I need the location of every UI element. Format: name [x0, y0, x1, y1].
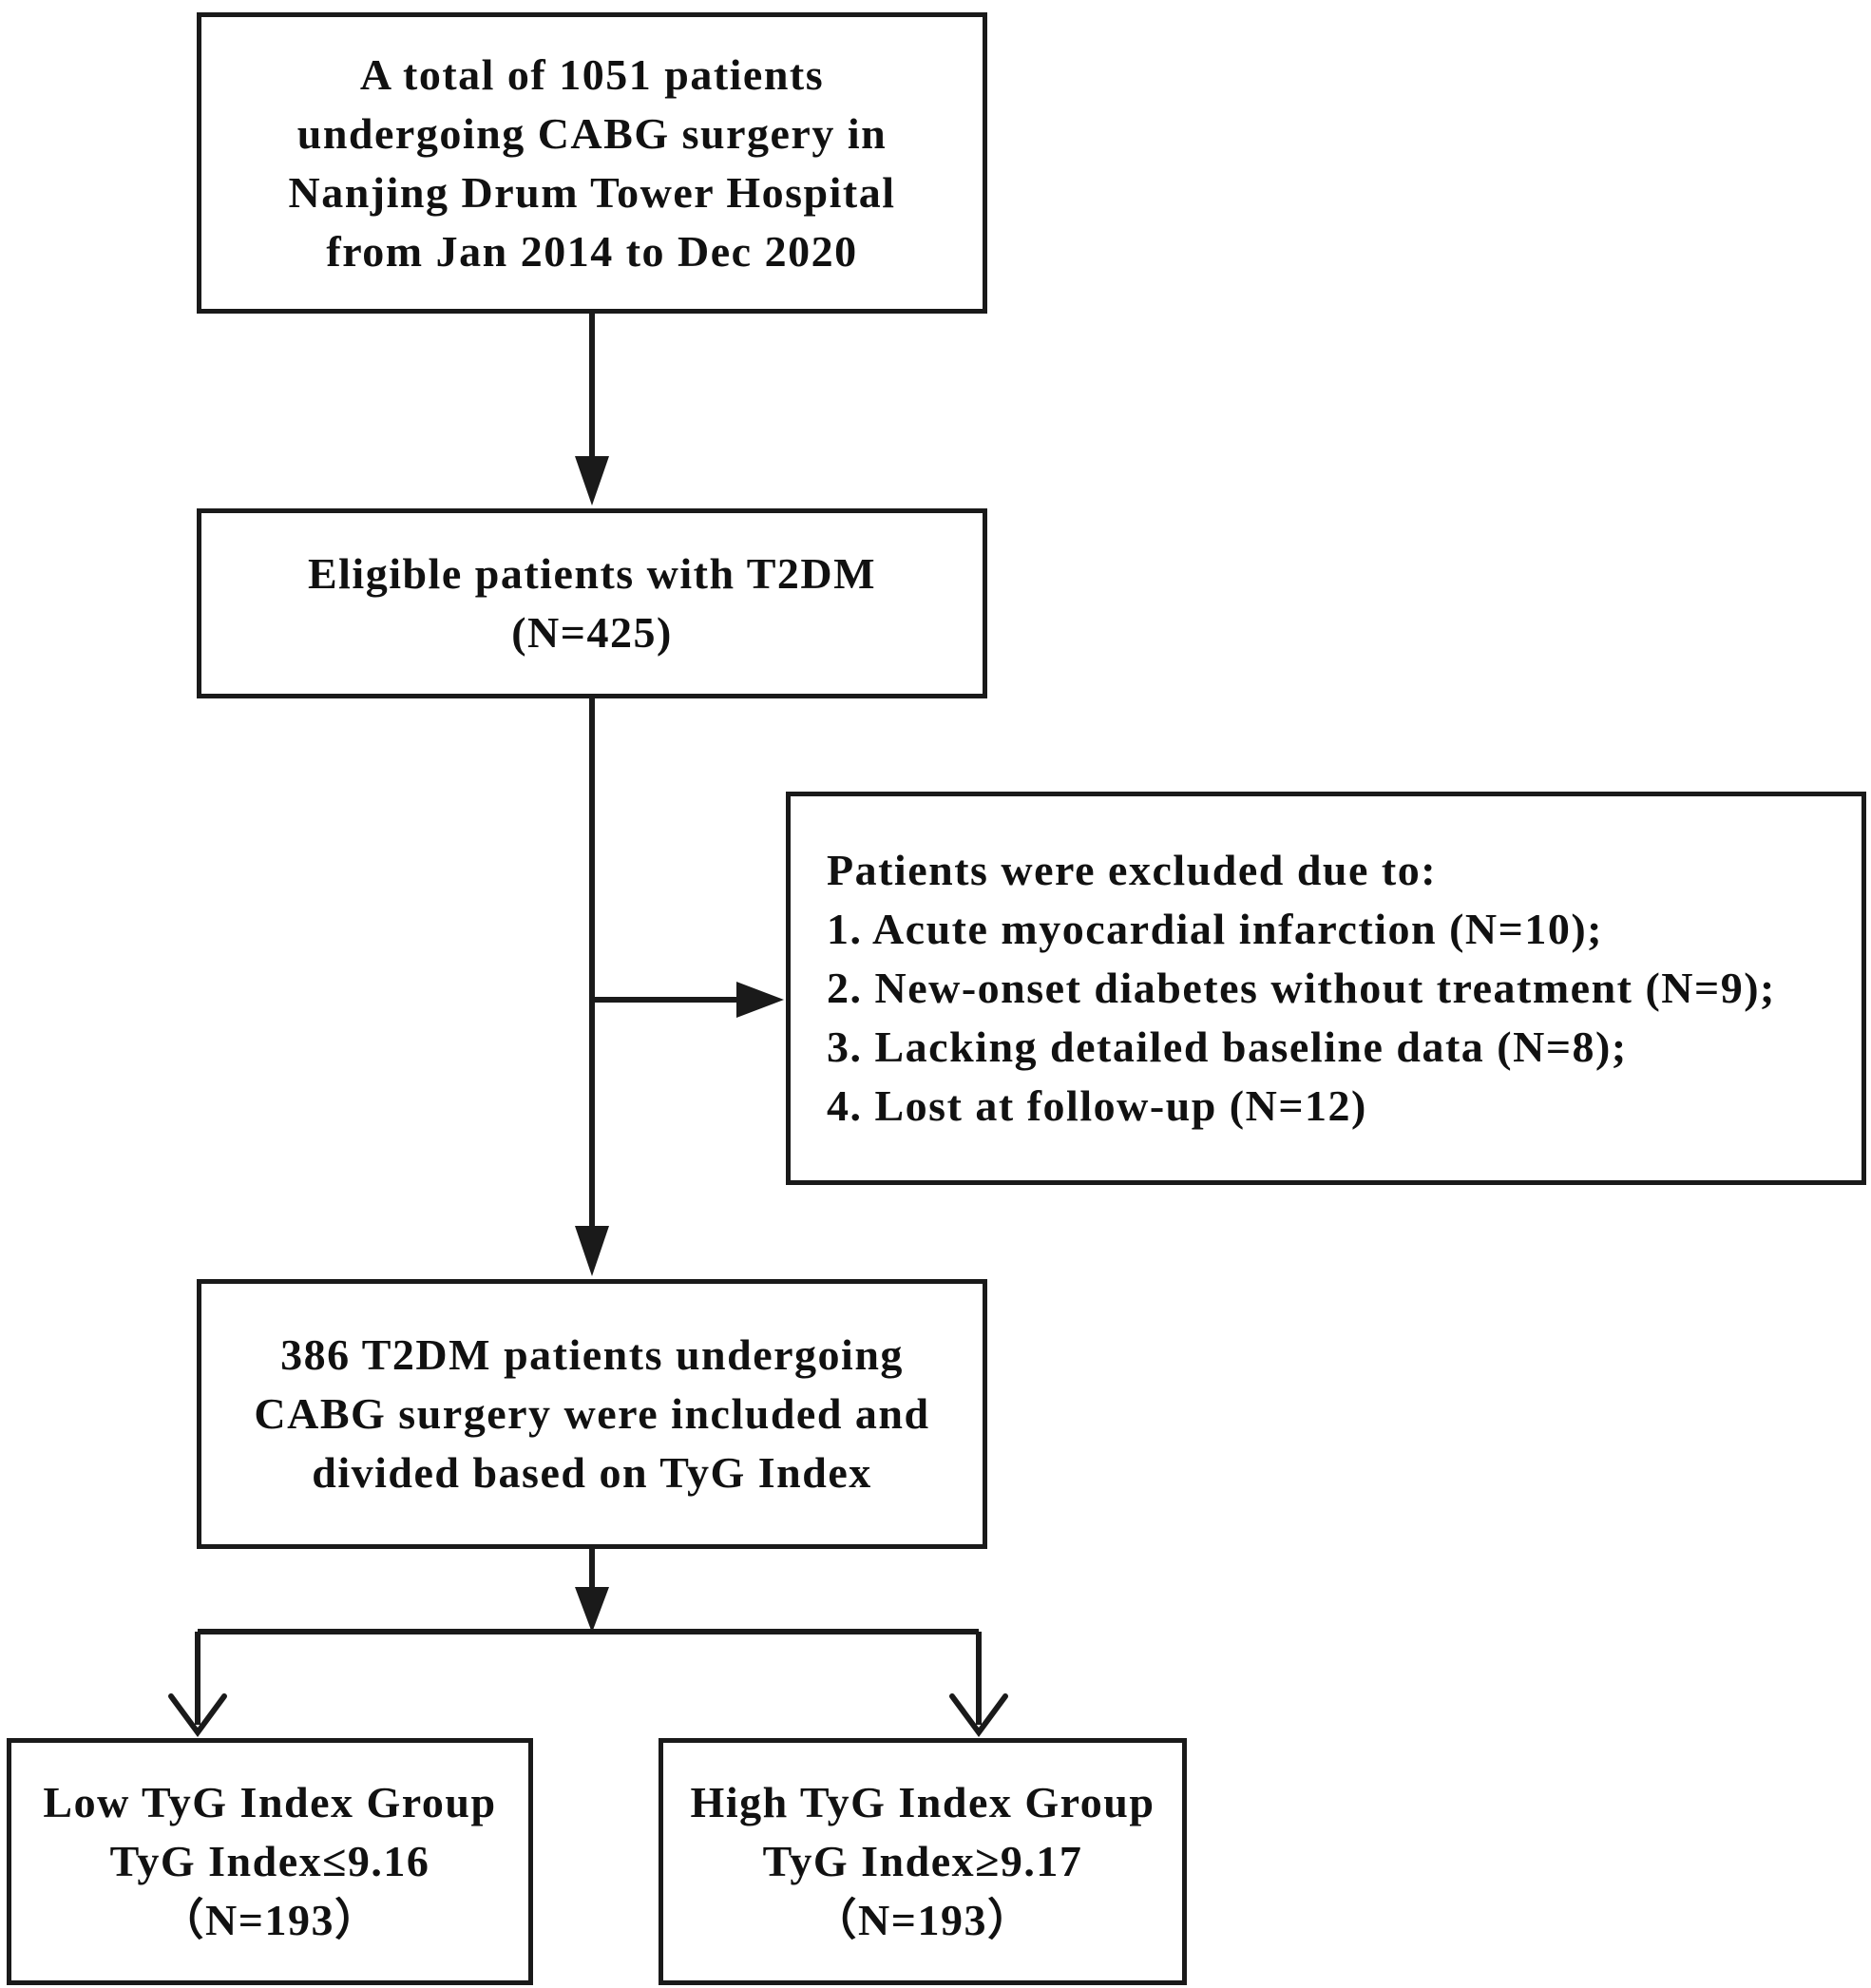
arrowhead-split	[575, 1587, 609, 1633]
low-group-threshold: TyG Index≤9.16	[109, 1837, 430, 1885]
box-low-group: Low TyG Index Group TyG Index≤9.16 （N=19…	[7, 1738, 533, 1985]
eligible-line: (N=425)	[511, 608, 673, 657]
box-excluded: Patients were excluded due to: 1. Acute …	[786, 792, 1866, 1185]
included-line: 386 T2DM patients undergoing	[280, 1330, 904, 1379]
arrowhead-eligible	[575, 456, 609, 506]
source-line: undergoing CABG surgery in	[296, 108, 888, 158]
box-source: A total of 1051 patients undergoing CABG…	[197, 12, 987, 314]
excluded-reason: 1. Acute myocardial infarction (N=10);	[827, 905, 1603, 953]
arrowhead-excluded	[736, 982, 784, 1018]
high-group-count: （N=193）	[812, 1896, 1033, 1944]
low-group-count: （N=193）	[160, 1896, 380, 1944]
excluded-reason: 2. New-onset diabetes without treatment …	[827, 964, 1776, 1012]
low-group-title: Low TyG Index Group	[43, 1778, 497, 1826]
source-line: from Jan 2014 to Dec 2020	[326, 226, 858, 276]
box-included: 386 T2DM patients undergoing CABG surger…	[197, 1279, 987, 1549]
high-group-title: High TyG Index Group	[690, 1778, 1155, 1826]
box-eligible: Eligible patients with T2DM (N=425)	[197, 508, 987, 698]
source-line: A total of 1051 patients	[359, 49, 825, 99]
included-line: CABG surgery were included and	[254, 1389, 930, 1438]
arrowhead-included	[575, 1226, 609, 1276]
excluded-reason: 3. Lacking detailed baseline data (N=8);	[827, 1023, 1628, 1071]
eligible-line: Eligible patients with T2DM	[307, 549, 877, 598]
box-high-group: High TyG Index Group TyG Index≥9.17 （N=1…	[659, 1738, 1187, 1985]
high-group-threshold: TyG Index≥9.17	[762, 1837, 1083, 1885]
arrowhead-low	[168, 1693, 227, 1738]
included-line: divided based on TyG Index	[312, 1448, 872, 1497]
source-line: Nanjing Drum Tower Hospital	[288, 167, 896, 217]
excluded-reason: 4. Lost at follow-up (N=12)	[827, 1081, 1367, 1130]
excluded-heading: Patients were excluded due to:	[827, 846, 1438, 894]
arrowhead-high	[949, 1693, 1008, 1738]
